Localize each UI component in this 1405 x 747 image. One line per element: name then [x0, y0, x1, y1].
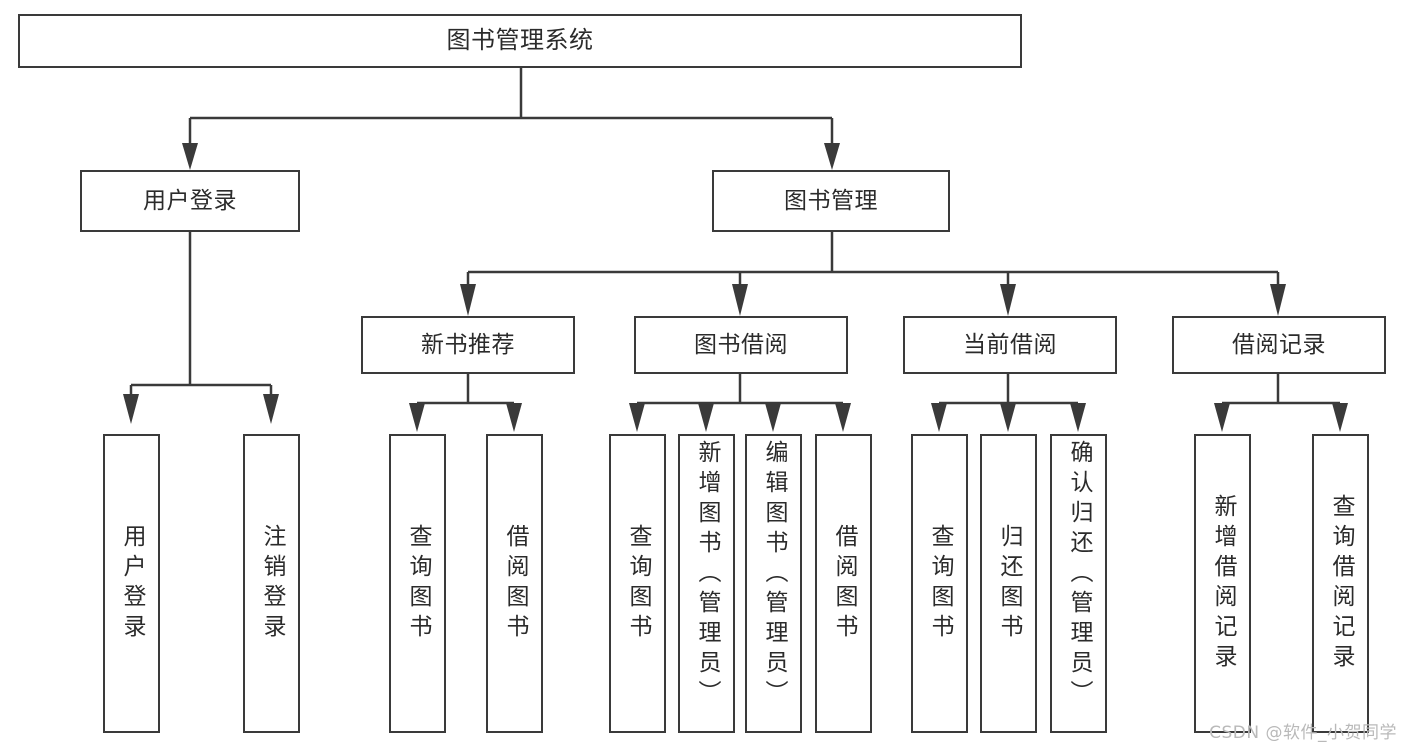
- leaf-confirm-return-admin[interactable]: 确认归还（管理员）: [1050, 434, 1107, 733]
- node-label: 查询图书: [625, 523, 651, 644]
- node-borrowing-record[interactable]: 借阅记录: [1172, 316, 1386, 374]
- leaf-add-borrowing-record[interactable]: 新增借阅记录: [1194, 434, 1251, 733]
- node-label: 借阅记录: [1232, 331, 1326, 358]
- arrowhead-leaf-query-book-b: [629, 403, 645, 432]
- arrowhead-borrow-record: [1270, 284, 1286, 316]
- arrowhead-book-mgmt: [824, 143, 840, 170]
- node-label: 查询图书: [405, 523, 431, 644]
- node-label: 查询借阅记录: [1328, 493, 1354, 674]
- node-label: 图书管理系统: [446, 26, 594, 55]
- watermark: CSDN @软件_小贺同学: [1209, 723, 1397, 743]
- node-label: 图书管理: [784, 187, 878, 214]
- leaf-query-book-borrowing[interactable]: 查询图书: [609, 434, 666, 733]
- node-label: 借阅图书: [831, 523, 857, 644]
- arrowhead-leaf-return-book: [1000, 403, 1016, 432]
- node-user-login[interactable]: 用户登录: [80, 170, 300, 232]
- leaf-user-login[interactable]: 用户登录: [103, 434, 160, 733]
- arrowhead-leaf-borrow-book-b: [835, 403, 851, 432]
- node-current-borrowing[interactable]: 当前借阅: [903, 316, 1117, 374]
- node-label: 编辑图书（管理员）: [761, 440, 787, 710]
- leaf-query-book-current[interactable]: 查询图书: [911, 434, 968, 733]
- leaf-borrow-book-borrowing[interactable]: 借阅图书: [815, 434, 872, 733]
- node-root-book-management-system[interactable]: 图书管理系统: [18, 14, 1022, 68]
- node-new-book-recommendation[interactable]: 新书推荐: [361, 316, 575, 374]
- node-book-borrowing[interactable]: 图书借阅: [634, 316, 848, 374]
- node-label: 新增图书（管理员）: [694, 440, 720, 710]
- arrowhead-book-borrow: [732, 284, 748, 316]
- leaf-edit-book-admin[interactable]: 编辑图书（管理员）: [745, 434, 802, 733]
- node-label: 查询图书: [927, 523, 953, 644]
- node-label: 新书推荐: [421, 331, 515, 358]
- node-label: 借阅图书: [502, 523, 528, 644]
- node-label: 当前借阅: [963, 331, 1057, 358]
- node-label: 用户登录: [119, 523, 145, 644]
- arrowhead-leaf-query-record: [1332, 403, 1348, 432]
- node-label: 确认归还（管理员）: [1066, 440, 1092, 710]
- leaf-borrow-book-recommendation[interactable]: 借阅图书: [486, 434, 543, 733]
- arrowhead-leaf-borrow-book-a: [506, 403, 522, 432]
- leaf-logout[interactable]: 注销登录: [243, 434, 300, 733]
- arrowhead-leaf-add-record: [1214, 403, 1230, 432]
- node-label: 归还图书: [996, 523, 1022, 644]
- arrowhead-leaf-edit-book: [765, 403, 781, 432]
- node-label: 注销登录: [259, 523, 285, 644]
- arrowhead-leaf-logout: [263, 394, 279, 424]
- node-label: 用户登录: [143, 187, 237, 214]
- arrowhead-leaf-add-book: [698, 403, 714, 432]
- arrowhead-leaf-query-book-c: [931, 403, 947, 432]
- arrowhead-current-borrow: [1000, 284, 1016, 316]
- arrowhead-new-book-rec: [460, 284, 476, 316]
- leaf-query-book-recommendation[interactable]: 查询图书: [389, 434, 446, 733]
- node-book-management[interactable]: 图书管理: [712, 170, 950, 232]
- arrowhead-user-login: [182, 143, 198, 170]
- arrowhead-leaf-confirm-return: [1070, 403, 1086, 432]
- node-label: 图书借阅: [694, 331, 788, 358]
- leaf-return-book[interactable]: 归还图书: [980, 434, 1037, 733]
- arrowhead-leaf-user-login: [123, 394, 139, 424]
- leaf-query-borrowing-record[interactable]: 查询借阅记录: [1312, 434, 1369, 733]
- arrowhead-leaf-query-book-a: [409, 403, 425, 432]
- node-label: 新增借阅记录: [1210, 493, 1236, 674]
- leaf-add-book-admin[interactable]: 新增图书（管理员）: [678, 434, 735, 733]
